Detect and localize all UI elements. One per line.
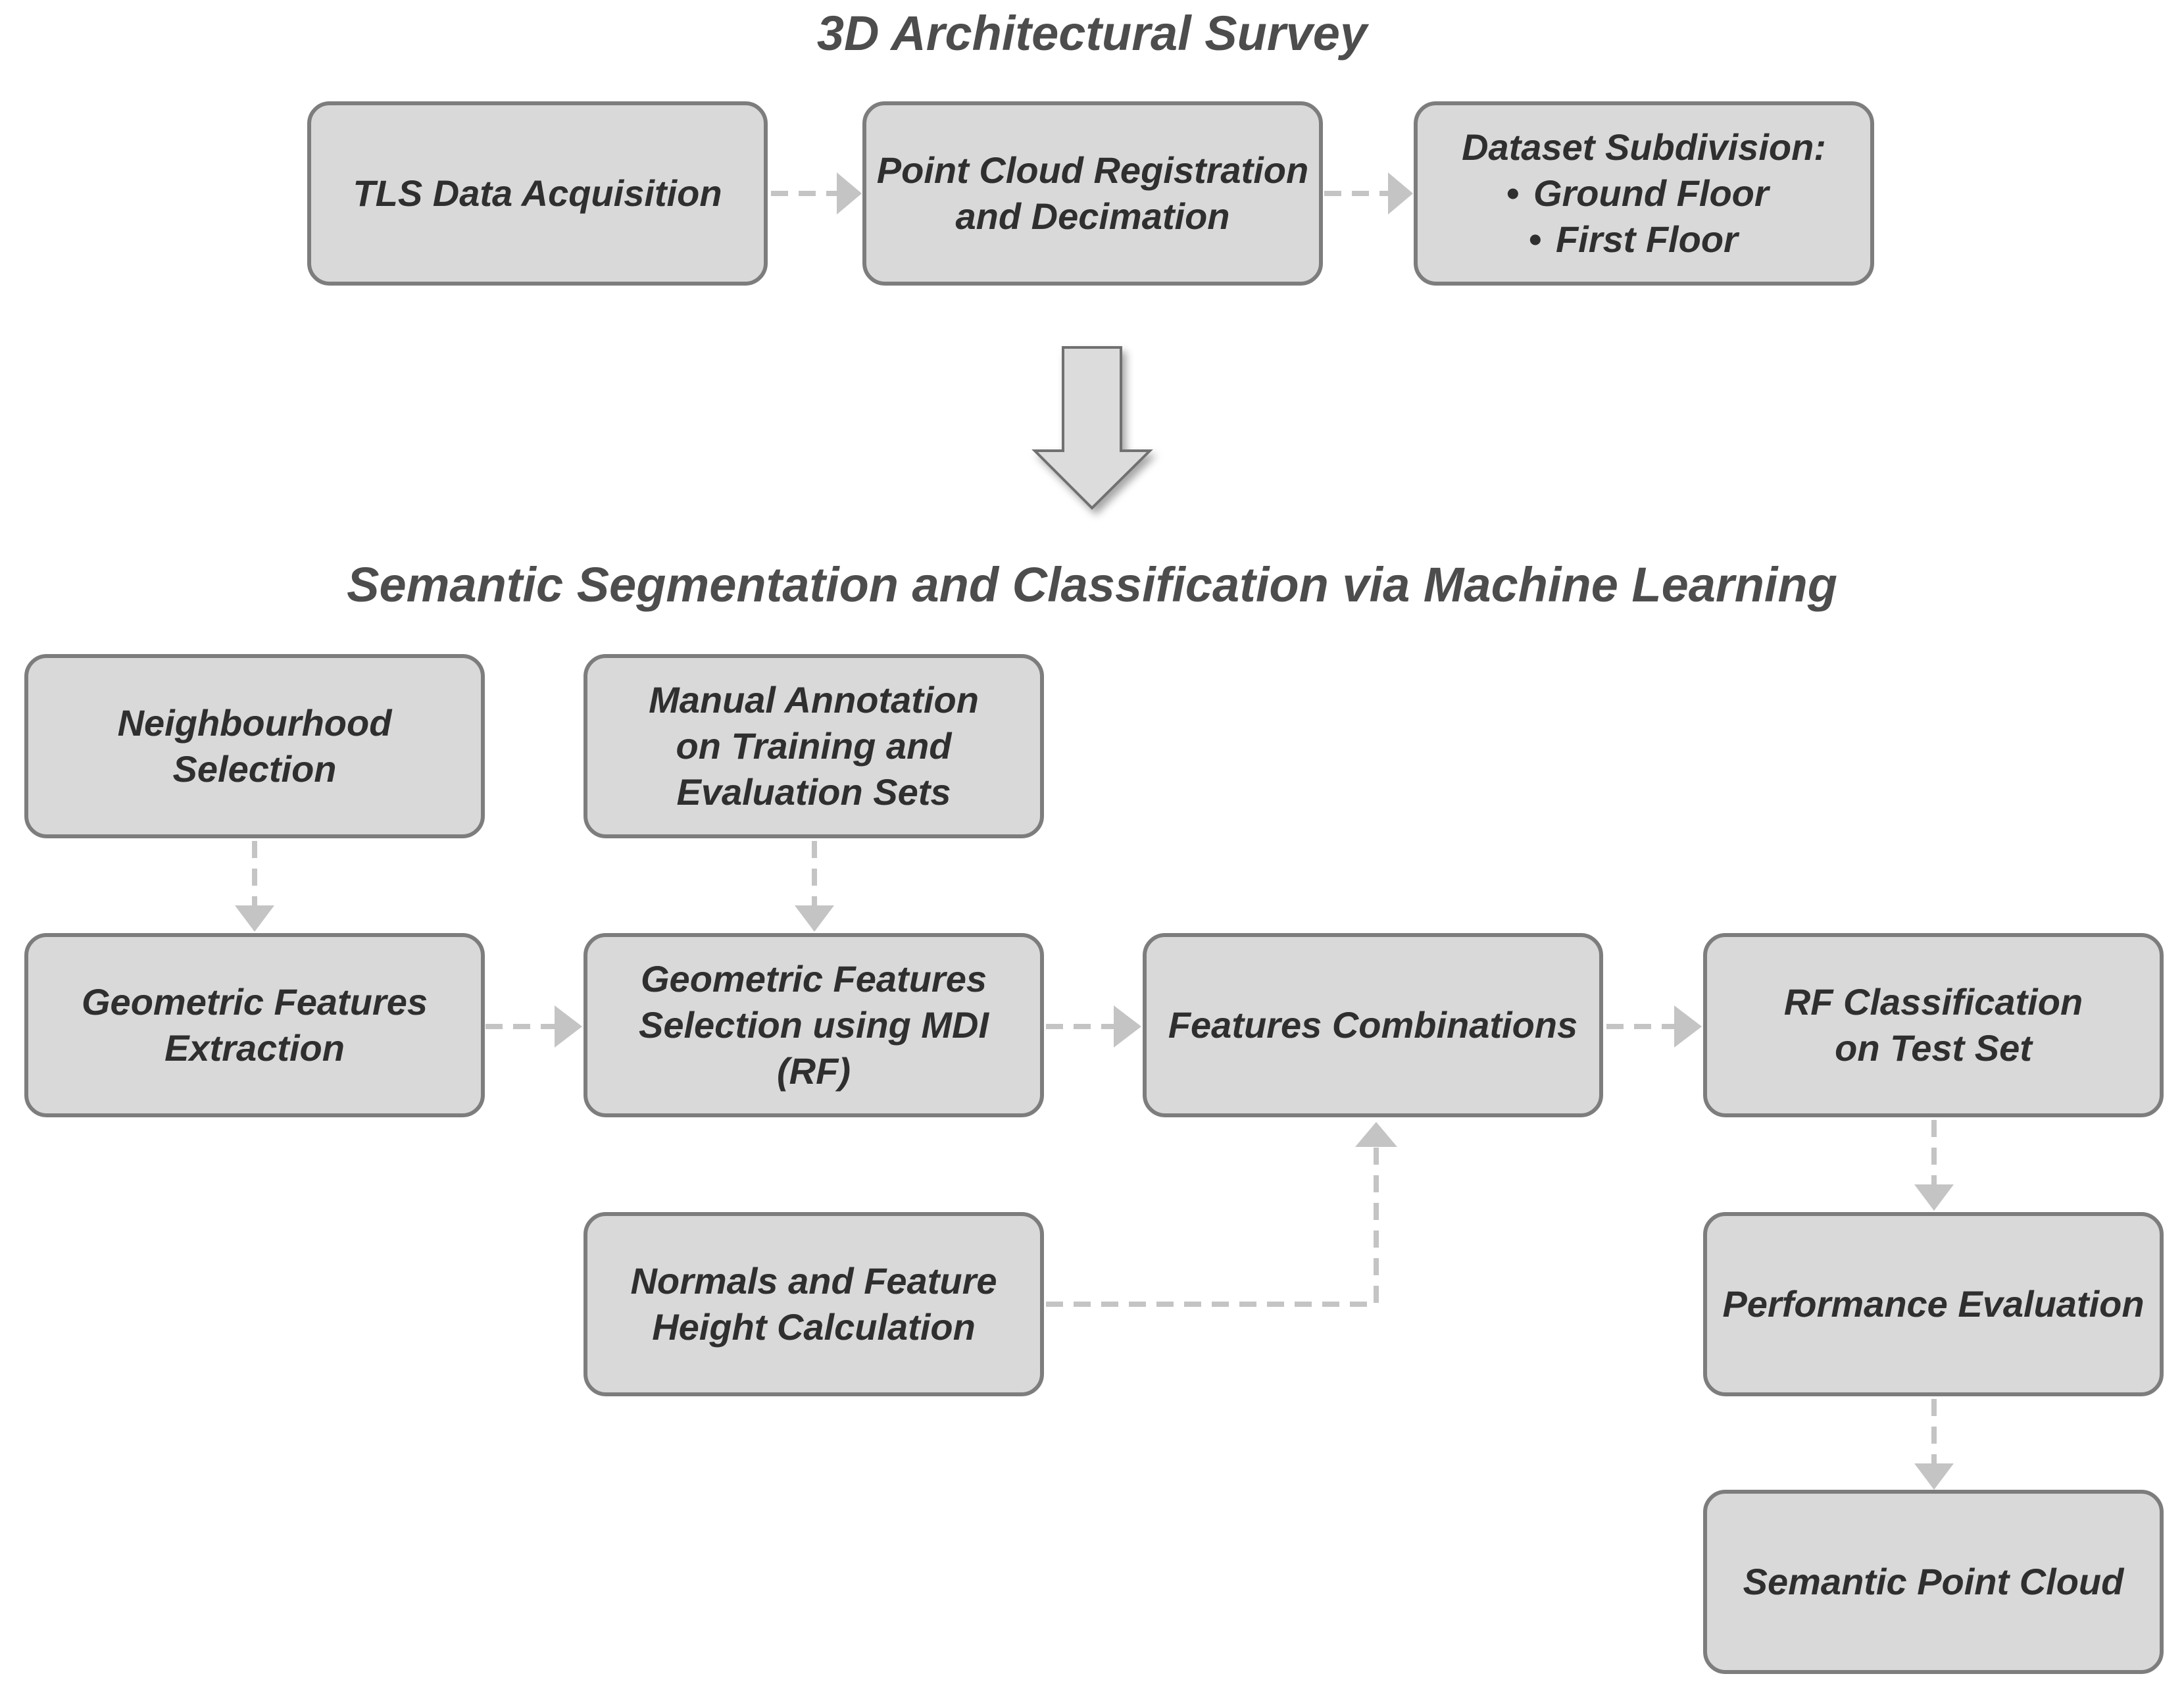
registration-line-2: and Decimation: [955, 195, 1230, 237]
arrowhead-rf-left: [1674, 1005, 1702, 1048]
semantic-cloud-box: Semantic Point Cloud: [1703, 1490, 2164, 1674]
extraction-line-2: Extraction: [164, 1027, 345, 1069]
annotation-line-3: Evaluation Sets: [676, 771, 951, 813]
arrowhead-semantic: [1914, 1463, 1954, 1490]
selection-box: Geometric Features Selection using MDI (…: [583, 933, 1044, 1117]
performance-label: Performance Evaluation: [1722, 1283, 2145, 1325]
neighbourhood-line-2: Selection: [172, 748, 337, 790]
arrowhead-selection-top: [795, 905, 834, 932]
rf-classification-box: RF Classification on Test Set: [1703, 933, 2164, 1117]
subdivision-box: Dataset Subdivision: Ground Floor First …: [1414, 101, 1874, 286]
arrowhead-selection-left: [555, 1005, 582, 1048]
normals-line-1: Normals and Feature: [630, 1260, 997, 1302]
rf-classification-line-1: RF Classification: [1783, 981, 2083, 1023]
semantic-cloud-label: Semantic Point Cloud: [1743, 1561, 2124, 1602]
rf-classification-line-2: on Test Set: [1835, 1027, 2032, 1069]
connector-normals-to-combinations: [1046, 1144, 1379, 1307]
subdivision-item-ground-floor: Ground Floor: [1506, 170, 1769, 216]
selection-line-2: Selection using MDI: [638, 1004, 989, 1046]
subdivision-item-first-floor: First Floor: [1528, 216, 1768, 263]
arrowhead-extraction: [235, 905, 274, 932]
tls-acquisition-box: TLS Data Acquisition: [307, 101, 768, 286]
ml-title: Semantic Segmentation and Classification…: [347, 557, 1837, 612]
subdivision-list: Ground Floor First Floor: [1519, 170, 1769, 263]
combinations-label: Features Combinations: [1168, 1004, 1578, 1046]
combinations-box: Features Combinations: [1143, 933, 1603, 1117]
tls-acquisition-label: TLS Data Acquisition: [353, 172, 722, 214]
performance-box: Performance Evaluation: [1703, 1212, 2164, 1396]
subdivision-heading: Dataset Subdivision:: [1462, 126, 1826, 168]
normals-box: Normals and Feature Height Calculation: [583, 1212, 1044, 1396]
arrowhead-combinations-left: [1114, 1005, 1141, 1048]
registration-line-1: Point Cloud Registration: [876, 149, 1309, 191]
neighbourhood-box: Neighbourhood Selection: [24, 654, 485, 838]
annotation-line-2: on Training and: [676, 725, 952, 767]
arrowhead-subdivision: [1388, 172, 1413, 215]
arrowhead-combinations-bottom: [1355, 1122, 1397, 1147]
normals-line-2: Height Calculation: [652, 1306, 976, 1348]
selection-line-1: Geometric Features: [641, 958, 987, 1000]
down-arrow-icon: [1031, 346, 1153, 510]
arrowhead-registration: [837, 172, 862, 215]
extraction-box: Geometric Features Extraction: [24, 933, 485, 1117]
annotation-line-1: Manual Annotation: [649, 679, 979, 721]
neighbourhood-line-1: Neighbourhood: [117, 702, 392, 744]
arrowhead-performance: [1914, 1184, 1954, 1211]
annotation-box: Manual Annotation on Training and Evalua…: [583, 654, 1044, 838]
selection-line-3: (RF): [777, 1050, 851, 1092]
registration-box: Point Cloud Registration and Decimation: [862, 101, 1323, 286]
survey-title: 3D Architectural Survey: [816, 6, 1368, 61]
extraction-line-1: Geometric Features: [82, 981, 428, 1023]
